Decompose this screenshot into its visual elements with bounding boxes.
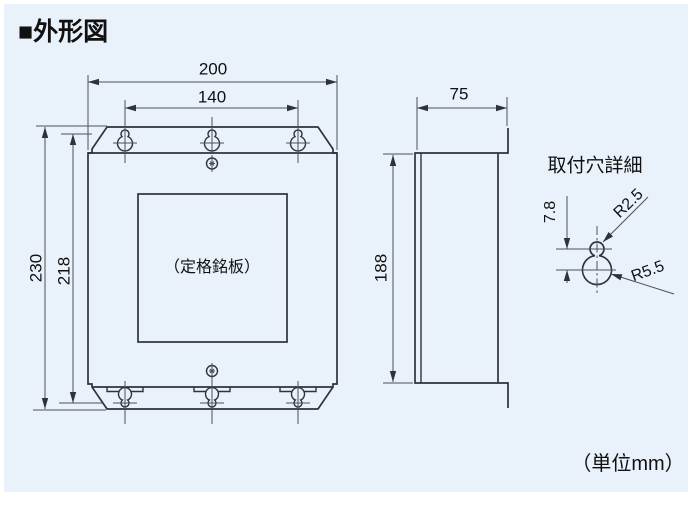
side-view-dimensions — [383, 97, 508, 384]
nameplate-label: （定格銘板） — [163, 259, 261, 276]
dim-label-188: 188 — [371, 253, 391, 283]
mounting-hole-detail — [556, 196, 675, 295]
dim-label-7-8: 7.8 — [542, 200, 559, 224]
keyhole-top-left — [116, 129, 134, 152]
drawing-panel — [4, 4, 688, 492]
unit-note: （単位mm） — [571, 453, 685, 475]
detail-title: 取付穴詳細 — [547, 155, 643, 177]
bottom-keyhole-slots — [106, 378, 317, 424]
top-keyhole-centerlines — [113, 100, 310, 163]
keyhole-top-center — [203, 129, 221, 152]
keyhole-top-right — [289, 129, 307, 152]
keyhole-bottom-center — [204, 386, 220, 408]
keyhole-bottom-right — [290, 386, 306, 408]
nameplate-rect — [137, 193, 288, 343]
dim-label-140: 140 — [197, 87, 227, 107]
dim-label-218: 218 — [54, 256, 74, 286]
front-view-dimensions — [33, 75, 338, 411]
dim-label-75: 75 — [449, 84, 469, 104]
detail-keyhole-shape — [581, 241, 613, 286]
bottom-screw — [205, 363, 219, 378]
top-keyhole-slots — [113, 100, 310, 163]
page-title: ■外形図 — [18, 18, 109, 46]
leader-r-small — [602, 196, 649, 243]
dim-label-200: 200 — [198, 59, 228, 79]
keyhole-bottom-left — [117, 386, 133, 408]
top-screw — [205, 155, 219, 172]
bottom-slot-tabs — [106, 387, 317, 393]
leader-r-large — [610, 273, 675, 295]
side-view — [414, 128, 509, 408]
dim-label-230: 230 — [26, 253, 46, 283]
bottom-keyhole-centerlines — [113, 378, 310, 424]
front-view — [87, 100, 338, 424]
side-body-outline — [414, 128, 509, 408]
